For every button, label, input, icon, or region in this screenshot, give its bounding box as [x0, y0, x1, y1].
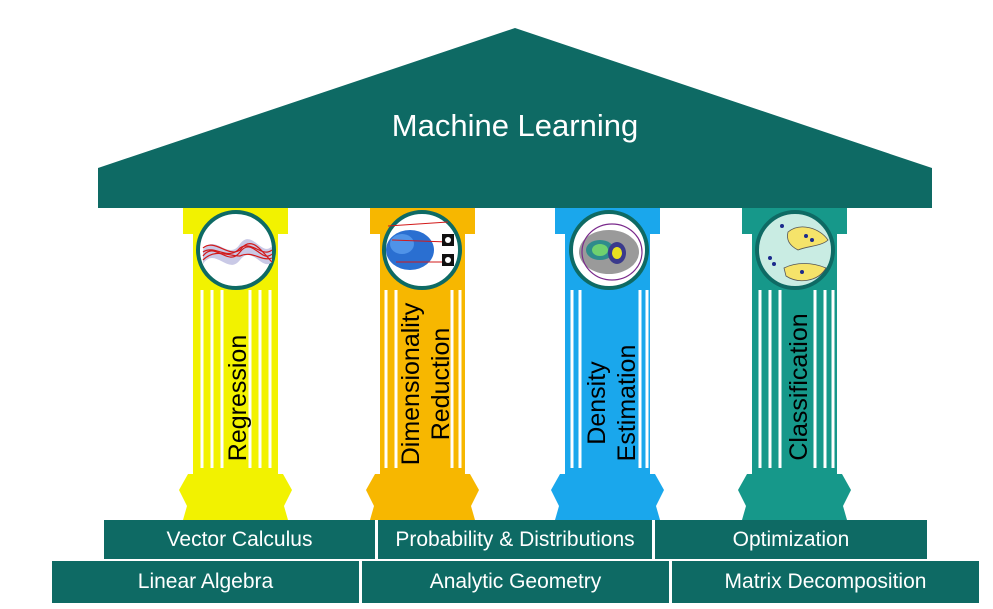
pillar-label-regression: Regression: [224, 334, 252, 462]
foundation-matrix-decomposition: Matrix Decomposition: [672, 561, 979, 603]
page-title: Machine Learning: [391, 108, 639, 143]
pillar-label-dimensionality-reduction: Dimensionality Reduction: [397, 302, 455, 466]
foundation-vector-calculus: Vector Calculus: [104, 520, 375, 559]
foundation-linear-algebra: Linear Algebra: [52, 561, 359, 603]
pillar-dimensionality-reduction: [366, 208, 479, 520]
scatter-projection-icon: [382, 210, 462, 290]
foundation-probability-distributions: Probability & Distributions: [378, 520, 652, 559]
decision-boundary-icon: [755, 210, 835, 290]
foundation-optimization: Optimization: [655, 520, 927, 559]
pillar-label-classification: Classification: [785, 313, 813, 461]
regression-curves-icon: [196, 210, 276, 290]
roof: [98, 28, 932, 208]
pillar-label-density-estimation: Density Estimation: [583, 344, 641, 462]
foundation-analytic-geometry: Analytic Geometry: [362, 561, 669, 603]
density-contour-icon: [569, 210, 649, 290]
